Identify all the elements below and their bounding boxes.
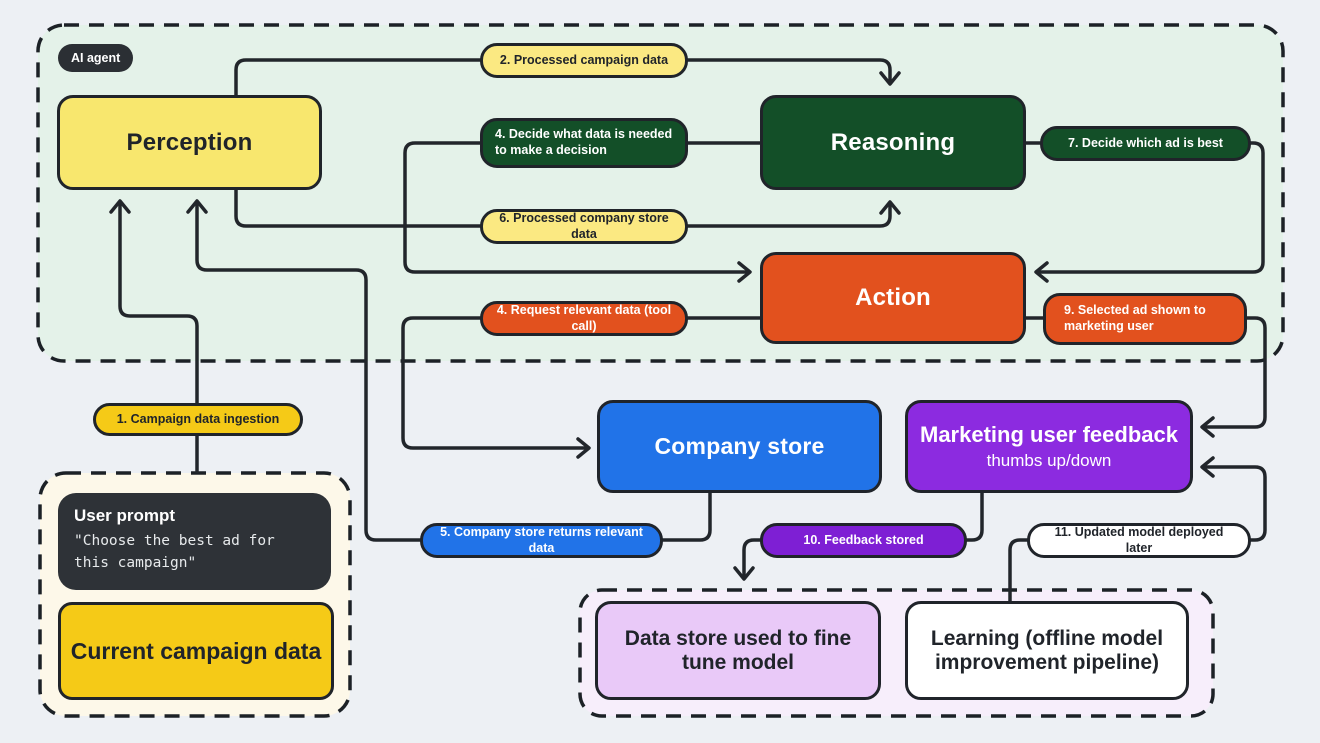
edge-learning-to-marketing-feedback	[1008, 456, 1267, 601]
edge-label-text: 11. Updated model deployed later	[1054, 524, 1224, 555]
edge-label-decide-best-ad: 7. Decide which ad is best	[1040, 126, 1251, 161]
edge-ingestion-to-perception	[109, 199, 199, 473]
action-node: Action	[760, 252, 1026, 344]
perception-label: Perception	[126, 128, 253, 156]
reasoning-node: Reasoning	[760, 95, 1026, 190]
marketing-feedback-title: Marketing user feedback	[920, 422, 1178, 447]
learning-node: Learning (offline model improvement pipe…	[905, 601, 1189, 700]
edge-label-processed-campaign-data: 2. Processed campaign data	[480, 43, 688, 78]
edge-label-selected-ad-shown: 9. Selected ad shown to marketing user	[1043, 293, 1247, 345]
ai-agent-badge-label: AI agent	[71, 51, 121, 65]
edge-label-campaign-data-ingestion: 1. Campaign data ingestion	[93, 403, 303, 436]
edge-label-decide-data-needed: 4. Decide what data is needed to make a …	[480, 118, 688, 168]
edge-reasoning-to-action-best-ad	[1026, 141, 1265, 283]
edge-action-to-marketing-feedback	[1026, 316, 1267, 438]
edge-reasoning-to-action	[403, 141, 760, 283]
company-store-node: Company store	[597, 400, 882, 493]
user-prompt-card: User prompt "Choose the best ad for this…	[58, 493, 331, 590]
marketing-feedback-subtitle: thumbs up/down	[986, 451, 1112, 470]
edge-company-store-to-perception	[186, 199, 712, 542]
edge-label-request-relevant-data: 4. Request relevant data (tool call)	[480, 301, 688, 336]
user-prompt-title: User prompt	[74, 506, 176, 525]
reasoning-label: Reasoning	[830, 128, 956, 156]
edge-label-text: 5. Company store returns relevant data	[440, 524, 643, 555]
edge-label-text: 2. Processed campaign data	[499, 52, 669, 67]
user-prompt-quote: "Choose the best ad for this campaign"	[74, 533, 275, 571]
edge-label-company-store-returns: 5. Company store returns relevant data	[420, 523, 663, 558]
data-store-node: Data store used to fine tune model	[595, 601, 881, 700]
ai-agent-badge: AI agent	[58, 44, 134, 72]
data-store-label: Data store used to fine tune model	[624, 626, 852, 674]
learning-label: Learning (offline model improvement pipe…	[930, 626, 1164, 674]
edge-label-text: 6. Processed company store data	[499, 210, 669, 241]
edge-label-text: 10. Feedback stored	[803, 532, 924, 547]
action-label: Action	[855, 284, 931, 311]
edge-action-to-company-store	[401, 316, 760, 459]
perception-node: Perception	[57, 95, 322, 190]
current-campaign-data-label: Current campaign data	[70, 637, 322, 664]
edge-label-text: 7. Decide which ad is best	[1068, 135, 1223, 150]
edge-label-text: 1. Campaign data ingestion	[116, 411, 280, 426]
edge-label-updated-model-deployed: 11. Updated model deployed later	[1027, 523, 1251, 558]
edge-label-text: 4. Decide what data is needed to make a …	[495, 127, 673, 157]
edge-label-processed-company-store-data: 6. Processed company store data	[480, 209, 688, 244]
marketing-feedback-node: Marketing user feedback thumbs up/down	[905, 400, 1193, 493]
company-store-label: Company store	[654, 433, 825, 459]
edge-label-feedback-stored: 10. Feedback stored	[760, 523, 967, 558]
edge-label-text: 4. Request relevant data (tool call)	[496, 302, 672, 333]
current-campaign-data-node: Current campaign data	[58, 602, 334, 700]
edge-label-text: 9. Selected ad shown to marketing user	[1064, 303, 1206, 333]
